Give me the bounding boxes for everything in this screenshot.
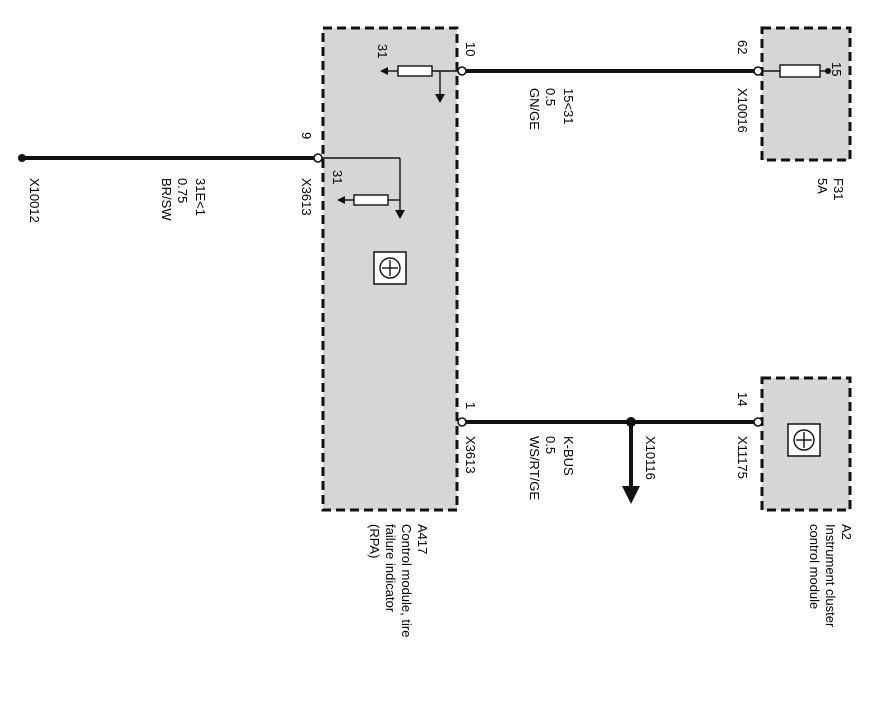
label-f31-rating: 5A [815, 178, 830, 194]
fuse-f31-icon [762, 64, 831, 78]
label-pin-9: 9 [299, 132, 314, 139]
label-a417-id: A417 [415, 524, 430, 554]
label-w-top-gauge: 0.5 [543, 88, 558, 106]
label-x3613-left: X3613 [299, 178, 314, 216]
label-a2-desc-2: control module [807, 524, 822, 609]
label-ground-31-lower: 31 [330, 170, 345, 184]
label-w-top-color: GN/GE [527, 88, 542, 130]
connector-end-x10012 [18, 154, 26, 162]
pin-14-terminal [753, 417, 763, 427]
label-x3613-bottom: X3613 [463, 436, 478, 474]
label-a417-desc-3: (RPA) [367, 524, 382, 558]
label-w-bottom-color: WS/RT/GE [527, 436, 542, 500]
a417-module-symbol-icon [373, 251, 407, 285]
label-pin-62: 62 [735, 40, 750, 54]
label-w-left-signal: 31E<1 [193, 178, 208, 216]
ground-arrow-upper-icon [435, 71, 445, 103]
a2-module-symbol-icon [787, 423, 821, 457]
label-w-bottom-gauge: 0.5 [543, 436, 558, 454]
label-a2-id: A2 [839, 524, 854, 540]
f31-fuse-box[interactable] [760, 26, 852, 162]
label-f31-id: F31 [831, 178, 846, 200]
label-ground-31-upper: 31 [375, 44, 390, 58]
label-w-left-gauge: 0.75 [175, 178, 190, 203]
label-w-top-signal: 15<31 [561, 88, 576, 125]
down-arrow-icon [622, 486, 640, 504]
label-x10116: X10116 [643, 436, 658, 480]
label-x10012: X10012 [27, 178, 42, 223]
label-pin-10: 10 [463, 42, 478, 56]
label-pin-1: 1 [463, 402, 478, 409]
pin-1-terminal [457, 417, 467, 427]
resistor-lower-icon [322, 157, 405, 219]
resistor-upper-icon [380, 65, 458, 77]
label-x10016: X10016 [735, 88, 750, 133]
label-pin-14: 14 [735, 392, 750, 406]
label-w-bottom-signal: K-BUS [561, 436, 576, 476]
label-f31-pin-15: 15 [829, 62, 844, 76]
pin-62-terminal [753, 66, 763, 76]
pin-9-terminal [313, 153, 323, 163]
label-x11175: X11175 [735, 436, 750, 479]
label-a417-desc-2: failure indicator [383, 524, 398, 613]
label-a417-desc-1: Control module, tire [399, 524, 414, 637]
pin-10-terminal [457, 66, 467, 76]
label-w-left-color: BR/SW [159, 178, 174, 221]
label-a2-desc-1: Instrument cluster [823, 524, 838, 628]
